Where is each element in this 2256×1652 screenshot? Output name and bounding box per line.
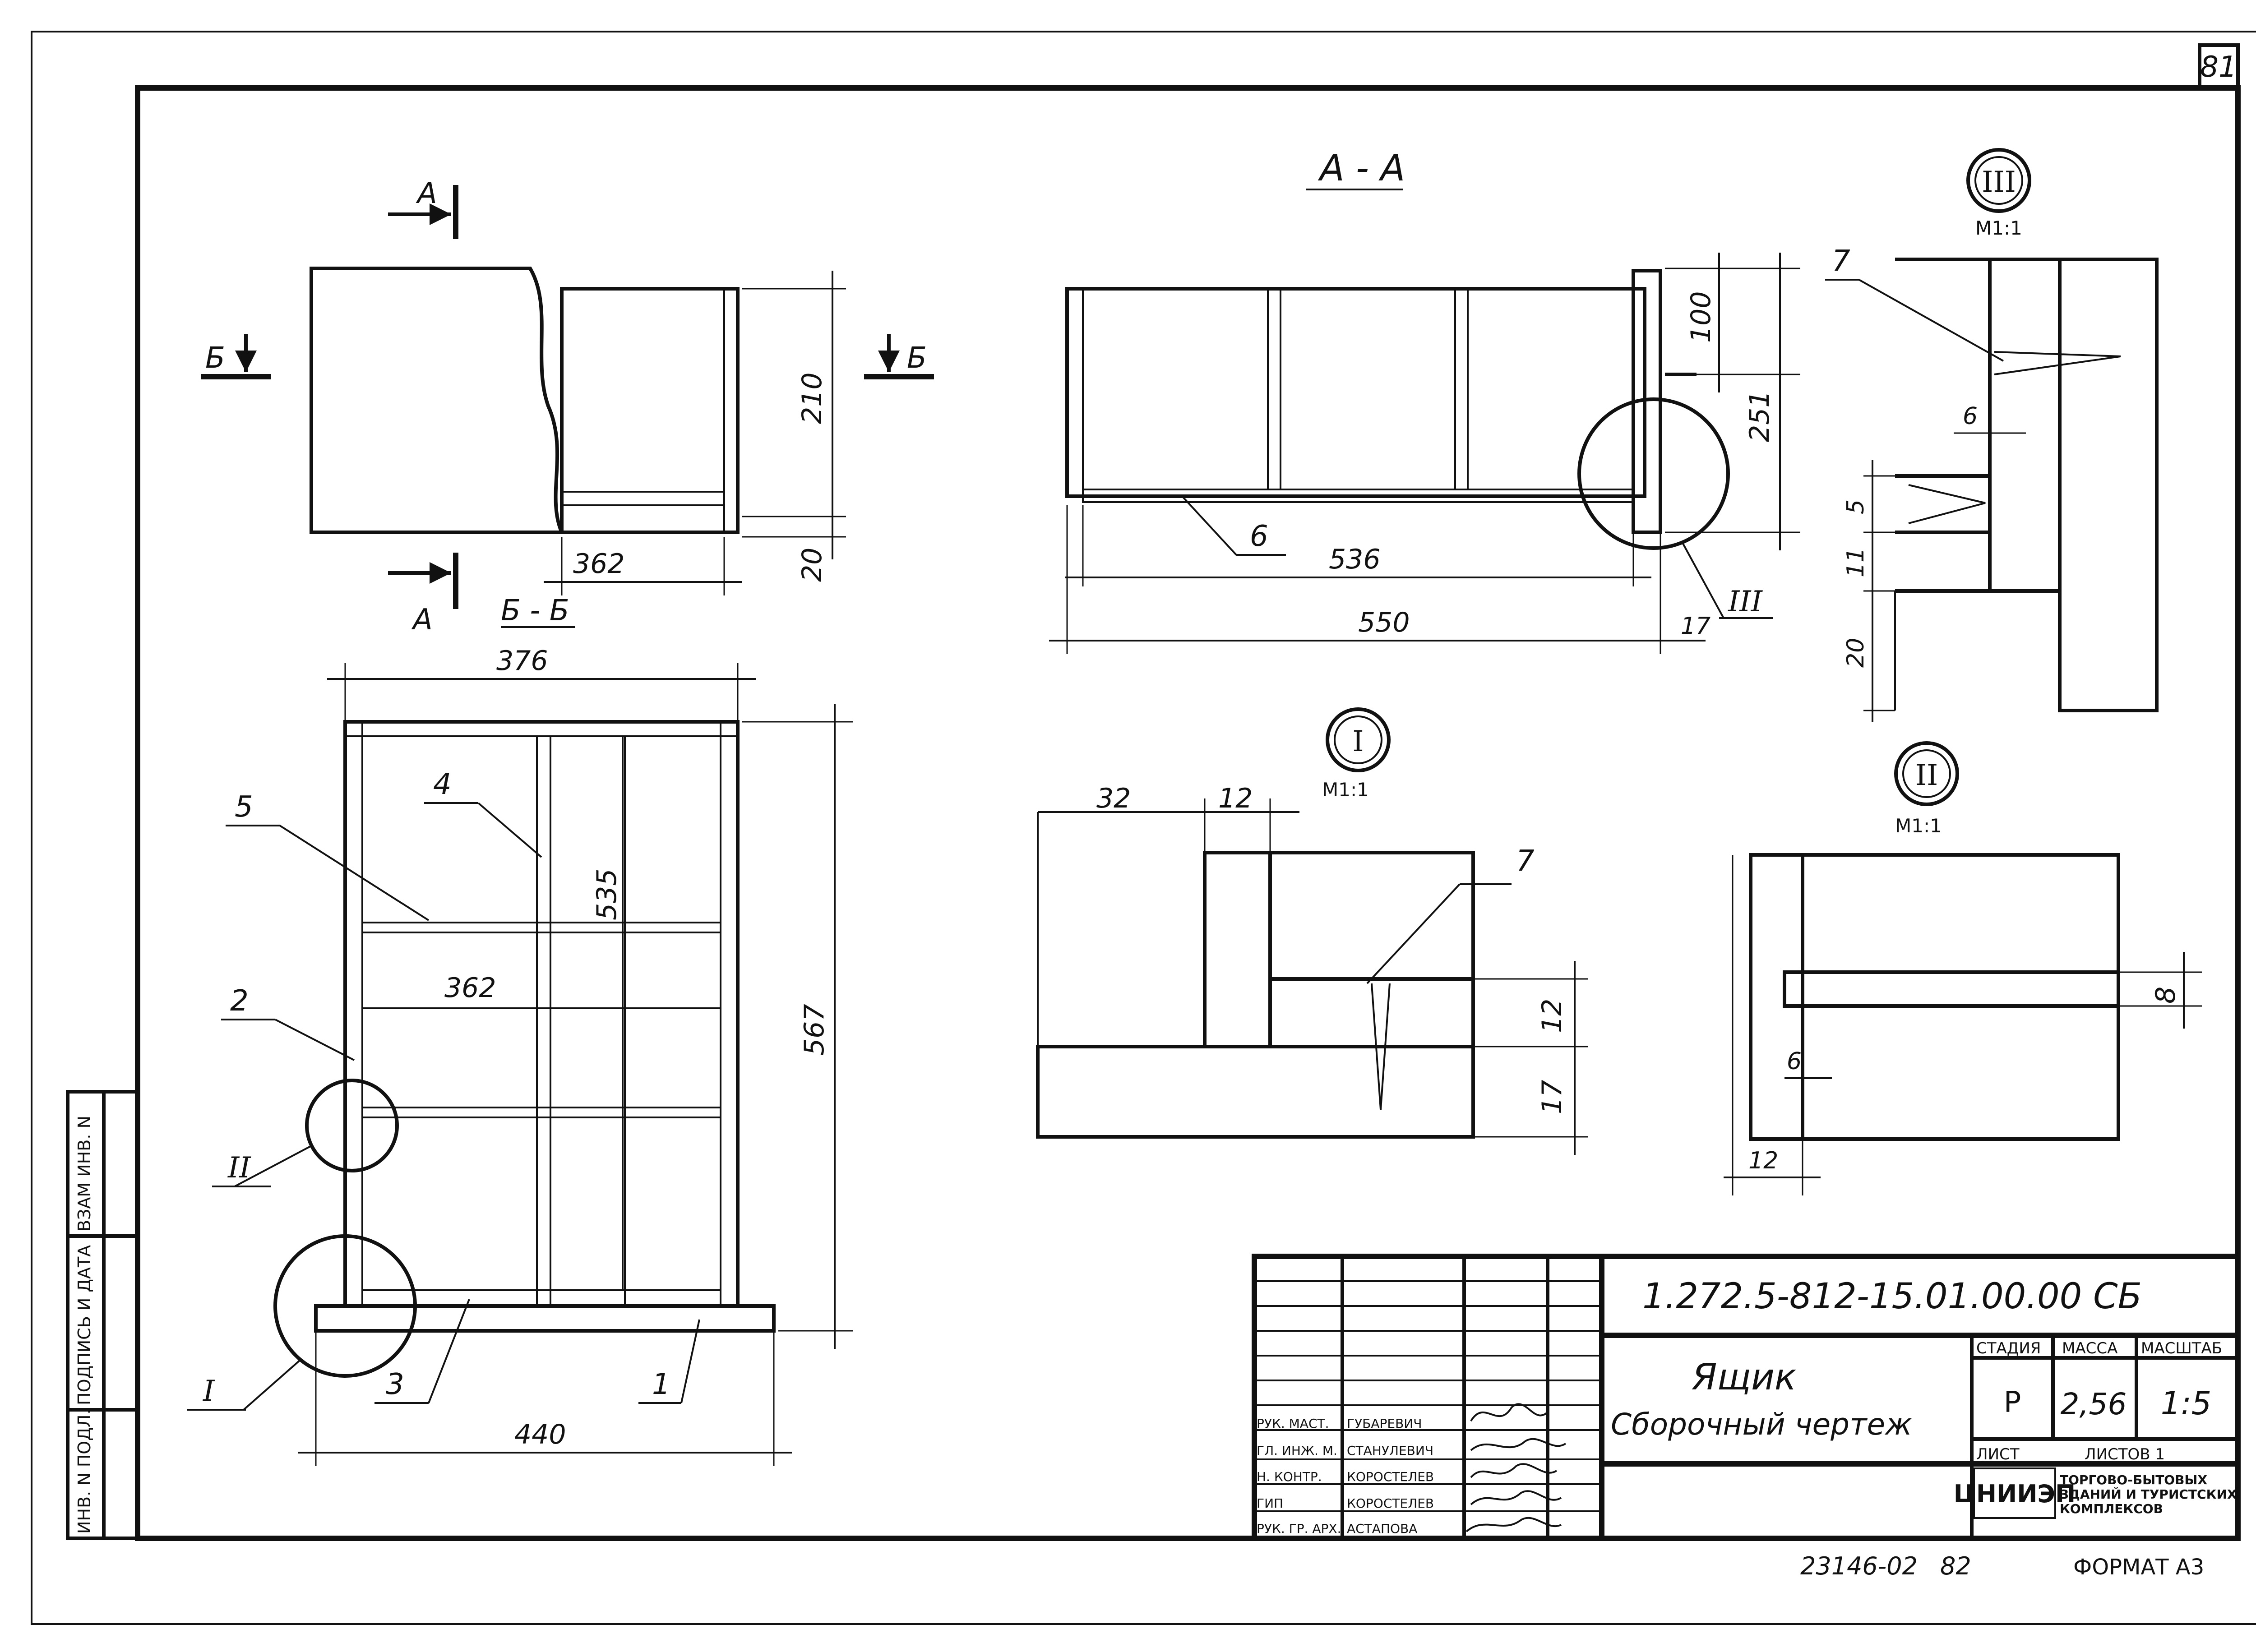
sig-role-2: Н. КОНТР. (1257, 1469, 1322, 1484)
section-aa: А - А III 6 100 251 536 550 17 (1049, 147, 1800, 654)
bb-callout-4: 4 (433, 768, 452, 801)
bb-callout-3: 3 (386, 1368, 404, 1401)
value-mass: 2,56 (2061, 1387, 2127, 1421)
detail-II-mark: II (1915, 759, 1938, 792)
plan-dim-210: 210 (796, 372, 828, 424)
detail-II-scale: М1:1 (1895, 815, 1942, 837)
detail-III-dim-5: 5 (1842, 499, 1869, 514)
handwritten-signatures (1465, 1403, 1567, 1532)
bb-callout-2: 2 (230, 984, 249, 1018)
detail-I-mark: I (1352, 725, 1364, 758)
detail-III-mark: III (1982, 166, 2016, 199)
sig-name-4: АСТАПОВА (1347, 1521, 1417, 1536)
detail-II-dim-6: 6 (1787, 1048, 1802, 1075)
label-sheets: ЛИСТОВ 1 (2085, 1445, 2165, 1463)
title-doc-code: 1.272.5-812-15.01.00.00 СБ (1642, 1276, 2142, 1317)
detail-III-scale: М1:1 (1975, 217, 2022, 239)
plan-dim-362: 362 (573, 548, 625, 580)
sig-role-4: РУК. ГР. АРХ. (1257, 1521, 1341, 1536)
bb-callout-1: 1 (652, 1368, 670, 1401)
bb-dim-535: 535 (591, 868, 623, 920)
detail-I: I М1:1 7 32 12 12 17 (1036, 707, 1588, 1155)
aa-dim-550: 550 (1358, 607, 1410, 638)
detail-III-dim-11: 11 (1842, 548, 1869, 577)
bb-node-II: II (227, 1151, 251, 1185)
sig-name-0: ГУБАРЕВИЧ (1347, 1416, 1422, 1431)
sig-role-1: ГЛ. ИНЖ. М. (1257, 1443, 1337, 1458)
value-scale: 1:5 (2161, 1385, 2212, 1422)
section-bb-title: Б - Б (501, 594, 569, 628)
detail-II-dim-12: 12 (1748, 1147, 1778, 1174)
org-line1: ТОРГОВО-БЫТОВЫХ (2060, 1472, 2207, 1487)
cut-a-bottom-label: А (411, 603, 433, 637)
plan-view: А А Б Б 210 20 362 (201, 177, 934, 637)
stamp-inv-podl: ИНВ. N ПОДЛ. (74, 1409, 94, 1534)
bottom-code: 23146-02 (1800, 1552, 1918, 1580)
detail-I-callout-7: 7 (1516, 844, 1535, 878)
bb-callout-5: 5 (235, 790, 253, 824)
bb-dim-362: 362 (444, 972, 496, 1004)
side-stamp: ИНВ. N ПОДЛ. ПОДПИСЬ И ДАТА ВЗАМ ИНВ. N (66, 1090, 139, 1540)
plan-dim-20: 20 (796, 548, 828, 582)
header-scale: МАСШТАБ (2141, 1339, 2222, 1357)
cut-b-left-label: Б (205, 341, 225, 375)
title-name-line2: Сборочный чертеж (1611, 1407, 1912, 1442)
org-line3: КОМПЛЕКСОВ (2060, 1501, 2163, 1516)
header-mass: МАССА (2062, 1339, 2117, 1357)
format-label: ФОРМАТ А3 (2073, 1555, 2204, 1580)
detail-III-callout-7: 7 (1832, 245, 1850, 278)
detail-II-dim-8: 8 (2150, 987, 2182, 1004)
cut-a-top-label: А (416, 177, 437, 210)
detail-I-dim-32: 32 (1096, 783, 1131, 814)
value-stage: Р (2004, 1386, 2021, 1419)
header-stage: СТАДИЯ (1976, 1339, 2041, 1357)
detail-I-scale: М1:1 (1322, 779, 1369, 801)
detail-I-dim-12b: 12 (1536, 999, 1568, 1033)
detail-II: II М1:1 12 6 8 (1724, 741, 2202, 1195)
aa-dim-17: 17 (1681, 613, 1710, 640)
sig-role-0: РУК. МАСТ. (1257, 1416, 1329, 1431)
bb-node-I: I (203, 1375, 215, 1408)
sig-name-2: КОРОСТЕЛЕВ (1347, 1469, 1434, 1484)
detail-I-dim-17: 17 (1536, 1080, 1568, 1114)
bb-dim-567: 567 (799, 1004, 830, 1056)
label-sheet: ЛИСТ (1976, 1445, 2020, 1463)
stamp-podpis-data: ПОДПИСЬ И ДАТА (74, 1245, 94, 1405)
page-number: 81 (2200, 51, 2237, 84)
section-aa-title: А - А (1318, 147, 1405, 189)
bb-dim-440: 440 (514, 1419, 566, 1450)
sig-role-3: ГИП (1257, 1496, 1283, 1511)
detail-I-dim-12a: 12 (1218, 783, 1253, 814)
detail-III-dim-20: 20 (1842, 638, 1869, 668)
org-logo: ЦНИИЭП (1954, 1480, 2076, 1508)
cut-b-right-label: Б (907, 341, 927, 375)
detail-III: III М1:1 7 6 5 11 20 (1825, 148, 2159, 722)
aa-dim-100: 100 (1685, 291, 1717, 343)
org-line2: ЗДАНИЙ И ТУРИСТСКИХ (2060, 1486, 2237, 1502)
bottom-page: 82 (1940, 1552, 1971, 1580)
title-name-line1: Ящик (1692, 1356, 1796, 1398)
stamp-vzam-inv: ВЗАМ ИНВ. N (74, 1116, 94, 1232)
bb-dim-376: 376 (496, 645, 548, 677)
aa-callout-6: 6 (1250, 520, 1268, 553)
title-block: 1.272.5-812-15.01.00.00 СБ Ящик Сборочны… (1252, 1254, 2241, 1541)
detail-III-dim-6: 6 (1963, 403, 1978, 430)
sig-name-1: СТАНУЛЕВИЧ (1347, 1443, 1433, 1458)
aa-dim-251: 251 (1744, 390, 1775, 442)
aa-dim-536: 536 (1329, 544, 1381, 575)
sig-name-3: КОРОСТЕЛЕВ (1347, 1496, 1434, 1511)
section-bb: Б - Б II I 5 4 2 3 1 37 (187, 594, 853, 1466)
sheet-frame: 81 (31, 31, 2256, 1625)
aa-node-III: III (1728, 585, 1763, 618)
